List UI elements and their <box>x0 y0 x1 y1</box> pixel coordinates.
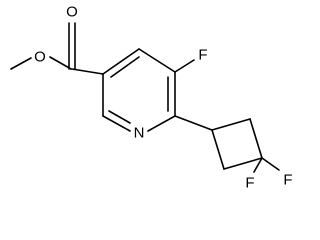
bond-cf-left <box>253 157 263 173</box>
bond-ring-c3-c4 <box>102 48 140 75</box>
bond-cyclobutyl-bottom <box>223 157 263 170</box>
bond-ring-n-c2-inner <box>108 110 131 124</box>
atom-f-cyclobutyl-1: F <box>245 175 254 192</box>
atom-o-ester: O <box>34 49 46 66</box>
atom-f-ring: F <box>198 47 207 64</box>
bond-ring-c6-n <box>147 115 176 132</box>
bond-c6-cyclobutyl <box>174 115 213 131</box>
bonds <box>10 22 280 173</box>
bond-o-carbonyl-carbon <box>49 56 72 70</box>
bond-cyclobutyl-top <box>211 118 251 131</box>
molecule-structure: O O F N F F <box>10 4 293 192</box>
bond-c5-fluorine <box>174 59 195 73</box>
atom-labels: O O F N F F <box>34 4 292 192</box>
bond-cf-right <box>261 157 280 171</box>
atom-n-ring: N <box>134 125 145 142</box>
bond-ring-c4-c5 <box>138 48 176 73</box>
bond-cyclobutyl-left <box>211 129 225 170</box>
bond-cyclobutyl-right <box>249 118 263 159</box>
atom-o-carbonyl: O <box>66 4 78 21</box>
bond-methyl-o <box>10 57 32 70</box>
atom-f-cyclobutyl-2: F <box>283 172 292 189</box>
bond-ring-c3-c4-inner <box>110 56 140 78</box>
bond-carbonyl-to-ring <box>71 68 104 75</box>
bond-ring-n-c2 <box>102 115 131 132</box>
